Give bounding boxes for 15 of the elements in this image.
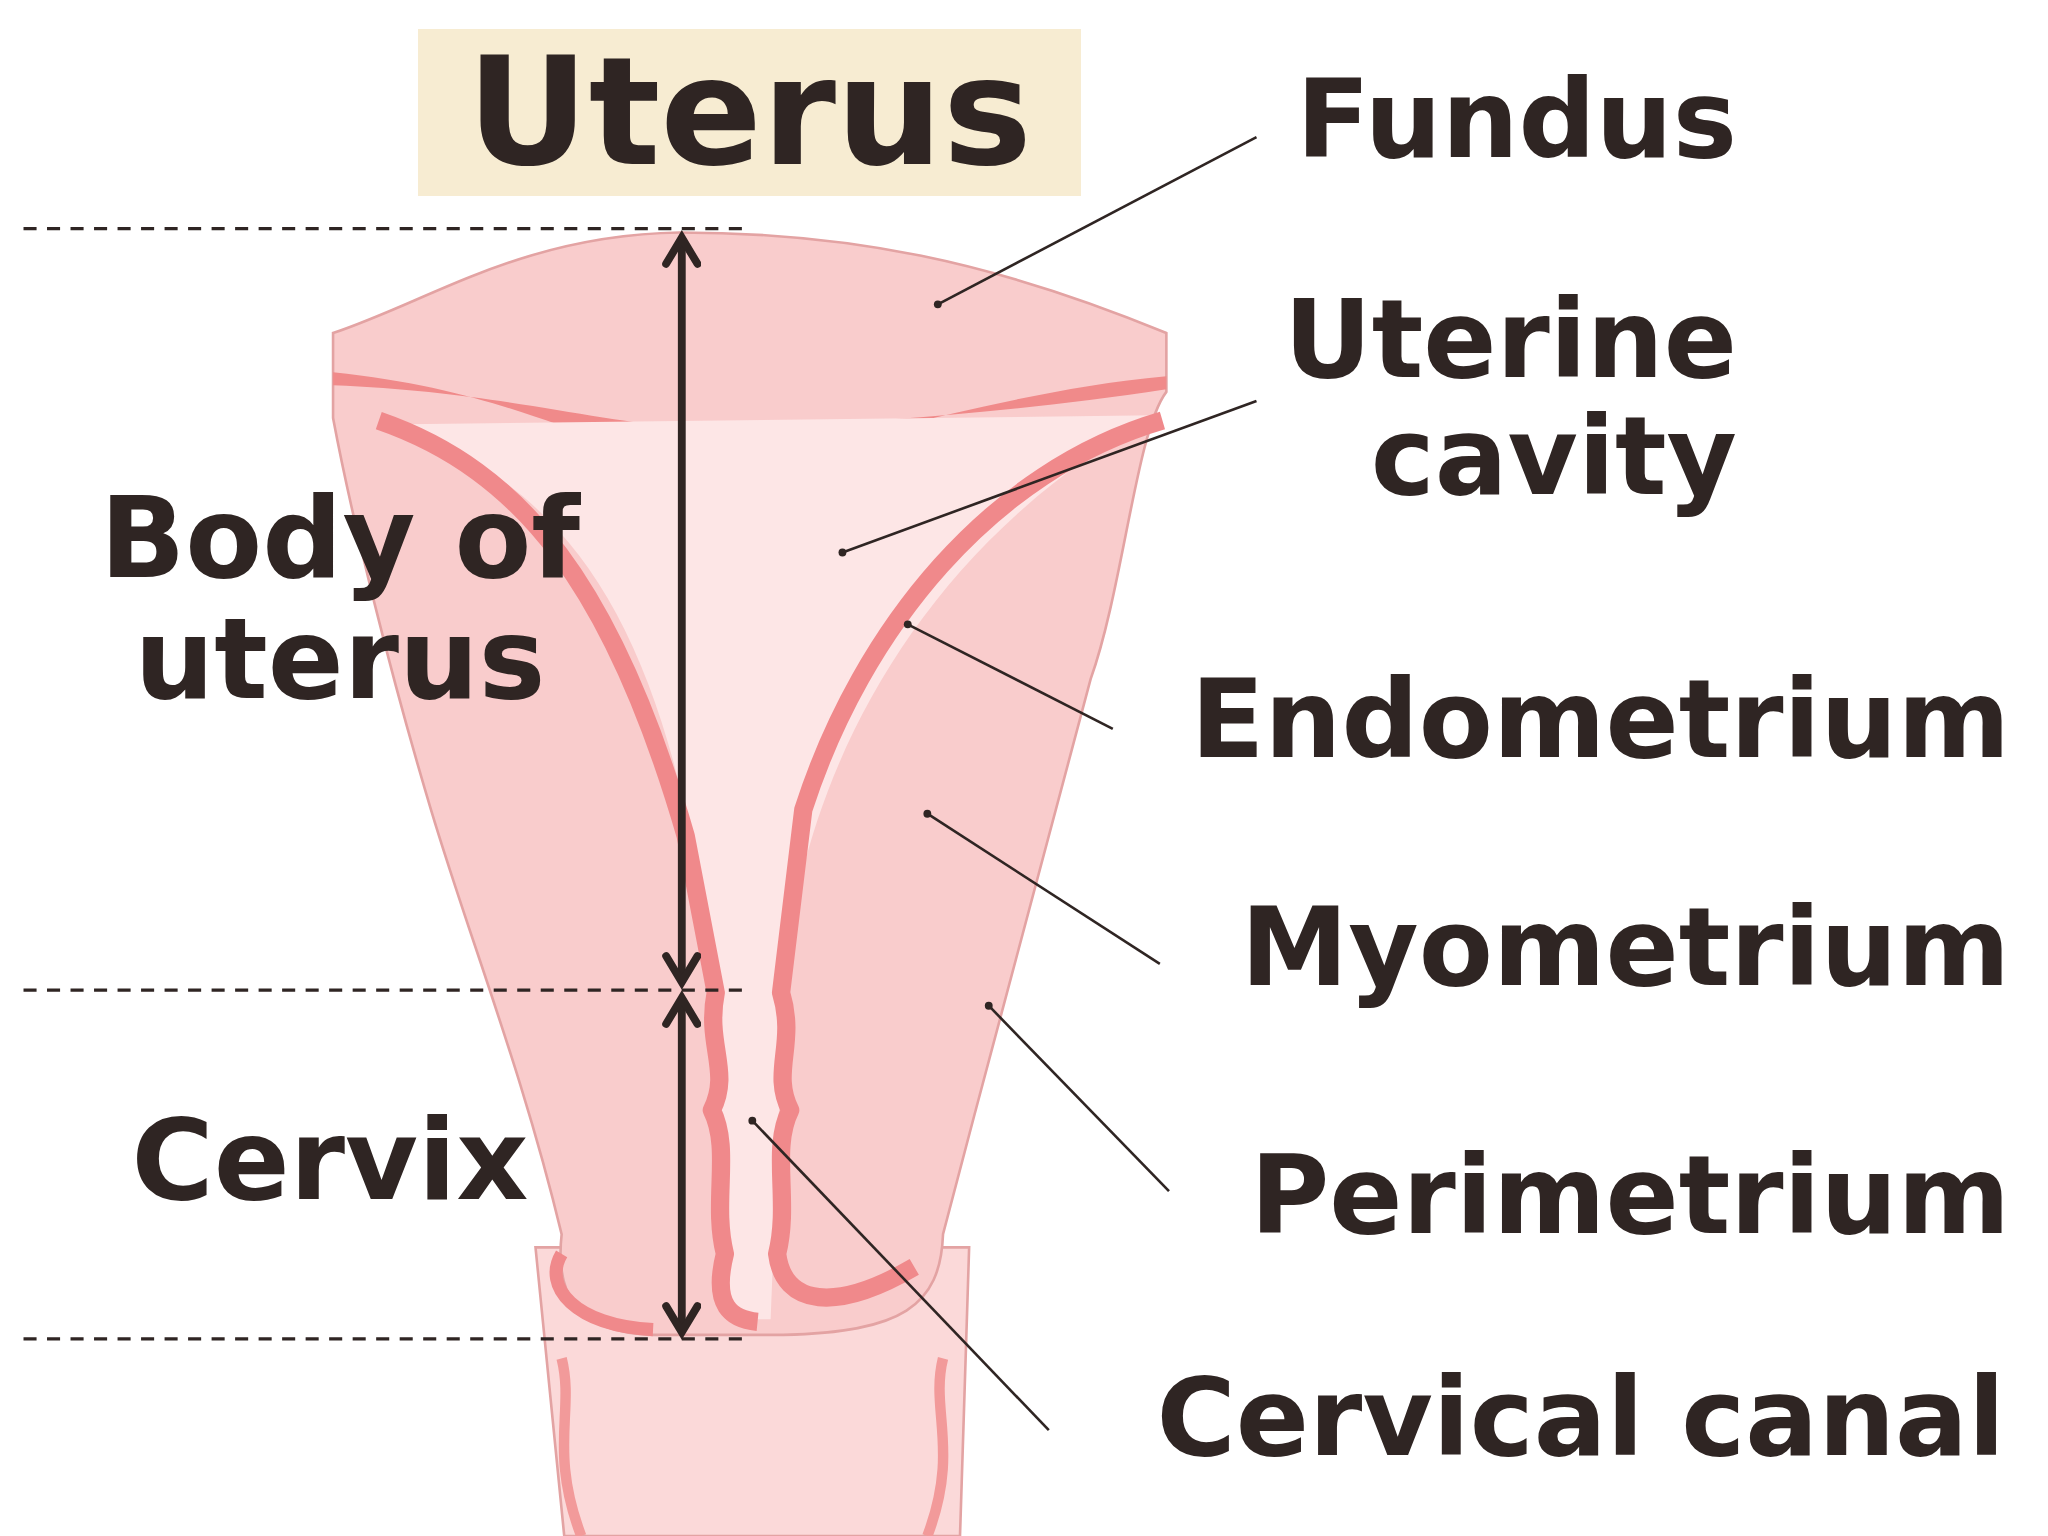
leader-line bbox=[933, 136, 1258, 309]
part-label: Myometrium bbox=[1170, 890, 2010, 1007]
diagram-title: Uterus bbox=[418, 29, 1081, 196]
leader-line bbox=[984, 1001, 1170, 1193]
leader-line bbox=[923, 809, 1161, 965]
part-label: Cervical canal bbox=[1055, 1360, 2005, 1477]
region-label: Cervix bbox=[130, 1100, 530, 1221]
part-label: Fundus bbox=[1257, 62, 1737, 179]
part-label: Endometrium bbox=[1110, 662, 2010, 779]
leader-line bbox=[748, 1116, 1050, 1432]
part-label: Uterine cavity bbox=[1247, 282, 1737, 516]
leader-line bbox=[838, 399, 1257, 557]
part-label: Perimetrium bbox=[1170, 1138, 2010, 1255]
region-label: Body of uterus bbox=[98, 478, 582, 720]
leader-line bbox=[903, 620, 1114, 730]
